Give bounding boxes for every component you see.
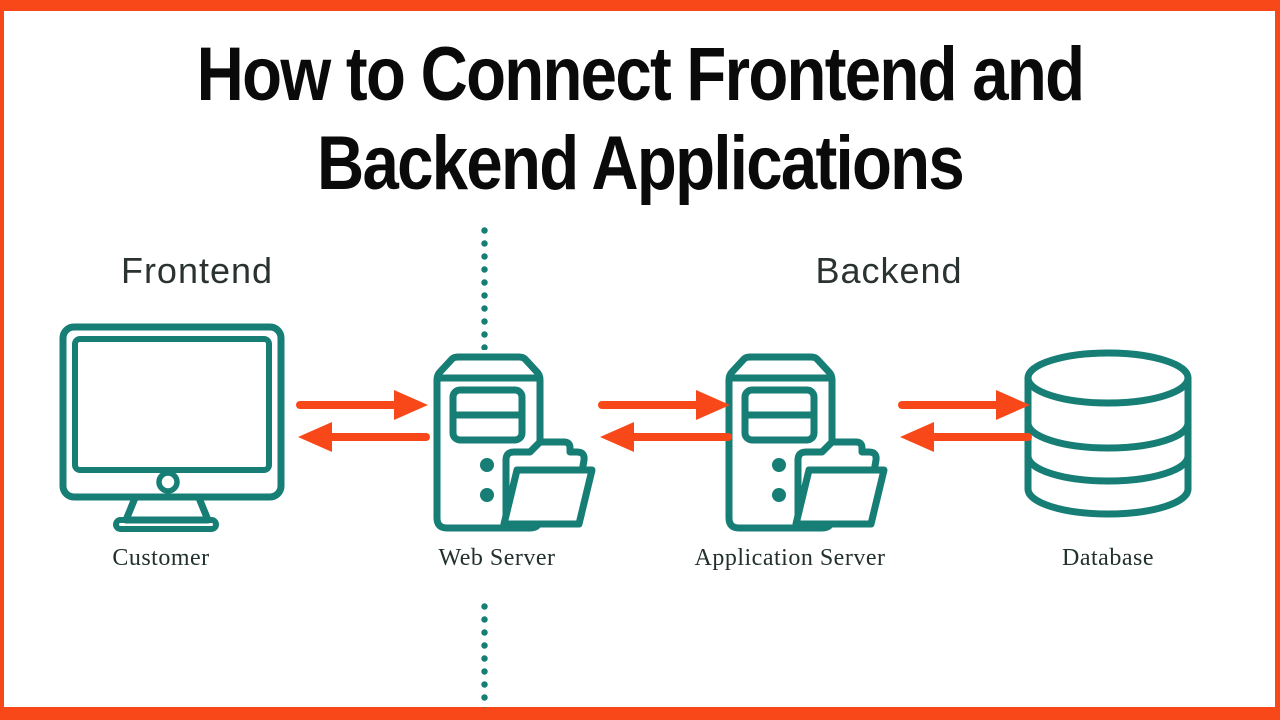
arrow-left-icon [298, 422, 430, 452]
folder-icon [792, 438, 888, 528]
page-title-line1: How to Connect Frontend and [196, 32, 1085, 117]
web-server-caption: Web Server [438, 545, 556, 571]
database-icon [1022, 348, 1194, 538]
database-caption: Database [1062, 545, 1154, 571]
customer-caption: Customer [112, 545, 210, 571]
desktop-monitor-icon [58, 322, 286, 534]
arrow-right-icon [296, 390, 428, 420]
application-server-icon [722, 352, 892, 534]
frontend-group-label: Frontend [120, 250, 274, 291]
frame-top-bar [0, 0, 1280, 11]
application-server-caption: Application Server [694, 545, 886, 571]
dotted-divider-upper [481, 224, 488, 350]
arrow-right-icon [598, 390, 730, 420]
bidirectional-arrows-icon [598, 390, 732, 457]
dotted-divider-lower [481, 600, 488, 708]
arrow-left-icon [900, 422, 1032, 452]
arrow-right-icon [898, 390, 1030, 420]
arrow-left-icon [600, 422, 732, 452]
folder-icon [500, 438, 596, 528]
frame-right-bar [1275, 0, 1280, 720]
web-server-icon [430, 352, 600, 534]
frame-bottom-bar [0, 707, 1280, 720]
bidirectional-arrows-icon [898, 390, 1032, 457]
bidirectional-arrows-icon [296, 390, 430, 457]
page-title: How to Connect Frontend and Backend Appl… [90, 30, 1191, 208]
page-title-line2: Backend Applications [317, 121, 965, 206]
frame-left-bar [0, 0, 4, 720]
backend-group-label: Backend [815, 250, 963, 291]
